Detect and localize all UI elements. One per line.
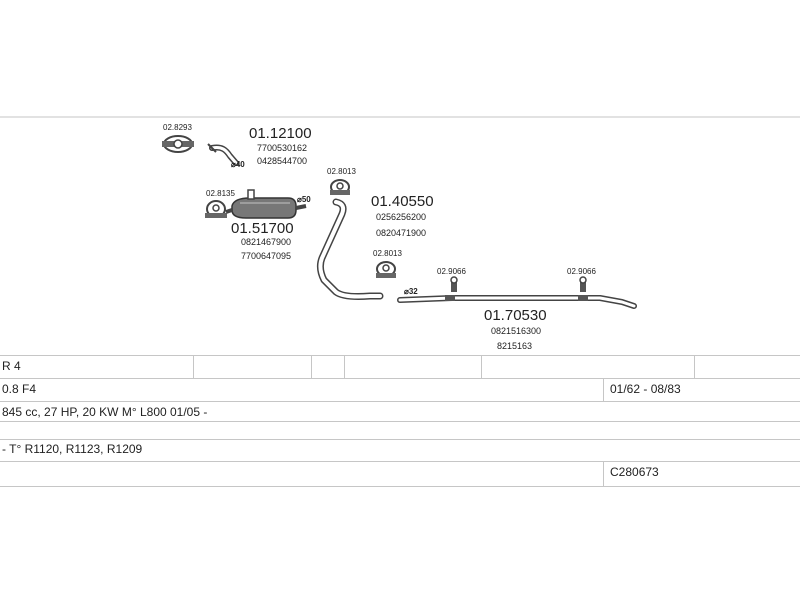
clamp-02-8293-icon	[162, 135, 194, 153]
part-ref-0820471900: 0820471900	[376, 228, 426, 238]
part-ref-0821516300: 0821516300	[491, 326, 541, 336]
clamp-label-02-9066-right: 02.9066	[567, 267, 596, 276]
part-ref-7700647095: 7700647095	[241, 251, 291, 261]
tail-pipe-01-70530	[397, 295, 637, 309]
exhaust-diagram: 02.8293 01.12100 7700530162 0428544700 ⌀…	[0, 116, 800, 351]
engine-label: 0.8 F4	[2, 382, 37, 396]
vehicle-model: R 4	[2, 359, 21, 373]
middle-pipe-01-40550	[316, 198, 384, 300]
production-dates: 01/62 - 08/83	[610, 382, 681, 396]
clamp-02-8013-lower-icon	[376, 261, 396, 278]
clamp-label-02-8293: 02.8293	[163, 123, 192, 132]
part-number-01-70530: 01.70530	[484, 307, 547, 324]
part-ref-0428544700: 0428544700	[257, 156, 307, 166]
clamp-label-02-8013-upper: 02.8013	[327, 167, 356, 176]
type-codes: - T° R1120, R1123, R1209	[2, 442, 143, 456]
part-ref-8215163: 8215163	[497, 341, 532, 351]
part-ref-0821467900: 0821467900	[241, 237, 291, 247]
hanger-02-9066-right-icon	[579, 276, 587, 292]
diameter-label-40: ⌀40	[231, 160, 245, 169]
diameter-label-32: ⌀32	[404, 287, 418, 296]
part-number-01-51700: 01.51700	[231, 220, 294, 237]
part-ref-0256256200: 0256256200	[376, 212, 426, 222]
part-number-01-40550: 01.40550	[371, 193, 434, 210]
catalog-code: C280673	[610, 465, 659, 479]
clamp-label-02-9066-left: 02.9066	[437, 267, 466, 276]
diameter-label-50: ⌀50	[297, 195, 311, 204]
part-number-01-12100: 01.12100	[249, 125, 312, 142]
engine-specs: 845 cc, 27 HP, 20 KW M° L800 01/05 -	[2, 405, 208, 419]
clamp-02-8013-upper-icon	[330, 179, 350, 195]
silencer-01-51700	[225, 189, 307, 219]
clamp-label-02-8135: 02.8135	[206, 189, 235, 198]
hanger-02-9066-left-icon	[450, 276, 458, 292]
part-ref-7700530162: 7700530162	[257, 143, 307, 153]
clamp-02-8135-icon	[205, 200, 227, 218]
front-pipe-01-12100	[207, 143, 239, 166]
clamp-label-02-8013-lower: 02.8013	[373, 249, 402, 258]
